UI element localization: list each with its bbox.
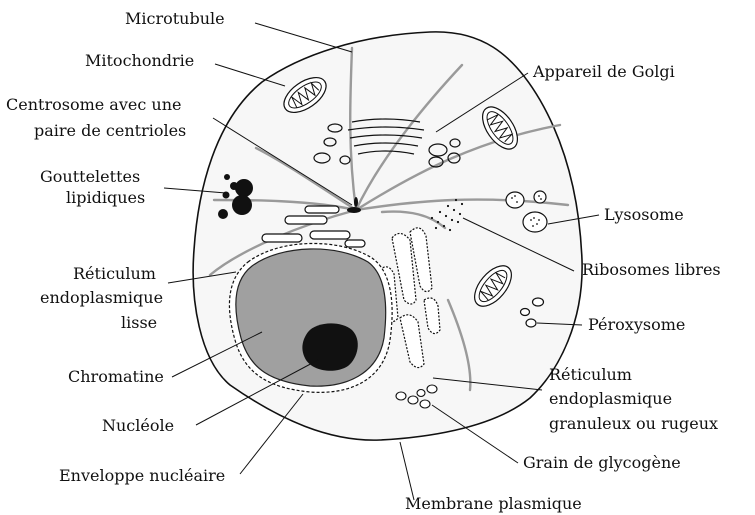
nucleus bbox=[229, 243, 392, 392]
label-peroxysome: Péroxysome bbox=[588, 315, 685, 334]
label-gouttelettes-line1: Gouttelettes bbox=[40, 167, 140, 186]
label-reticulum-lisse-line3: lisse bbox=[121, 313, 157, 332]
label-reticulum-lisse-line1: Réticulum bbox=[73, 264, 156, 283]
label-membrane: Membrane plasmique bbox=[405, 494, 582, 513]
label-golgi: Appareil de Golgi bbox=[532, 62, 675, 81]
label-centrosome-line1: Centrosome avec une bbox=[6, 95, 181, 114]
chromatin bbox=[236, 249, 386, 386]
label-reticulum-gran-line2: endoplasmique bbox=[549, 389, 672, 408]
label-chromatine: Chromatine bbox=[68, 367, 164, 386]
plasma-membrane bbox=[193, 32, 582, 440]
label-gouttelettes-line2: lipidiques bbox=[66, 188, 145, 207]
label-enveloppe: Enveloppe nucléaire bbox=[59, 466, 225, 485]
label-lysosome: Lysosome bbox=[604, 205, 684, 224]
label-reticulum-lisse-line2: endoplasmique bbox=[40, 288, 163, 307]
label-mitochondrie: Mitochondrie bbox=[85, 51, 194, 70]
label-reticulum-gran-line1: Réticulum bbox=[549, 365, 632, 384]
label-microtubule: Microtubule bbox=[125, 9, 225, 28]
label-nucleole: Nucléole bbox=[102, 416, 174, 435]
label-glycogene: Grain de glycogène bbox=[523, 453, 681, 472]
label-reticulum-gran-line3: granuleux ou rugeux bbox=[549, 414, 718, 433]
label-centrosome-line2: paire de centrioles bbox=[34, 121, 186, 140]
label-ribosomes: Ribosomes libres bbox=[582, 260, 721, 279]
